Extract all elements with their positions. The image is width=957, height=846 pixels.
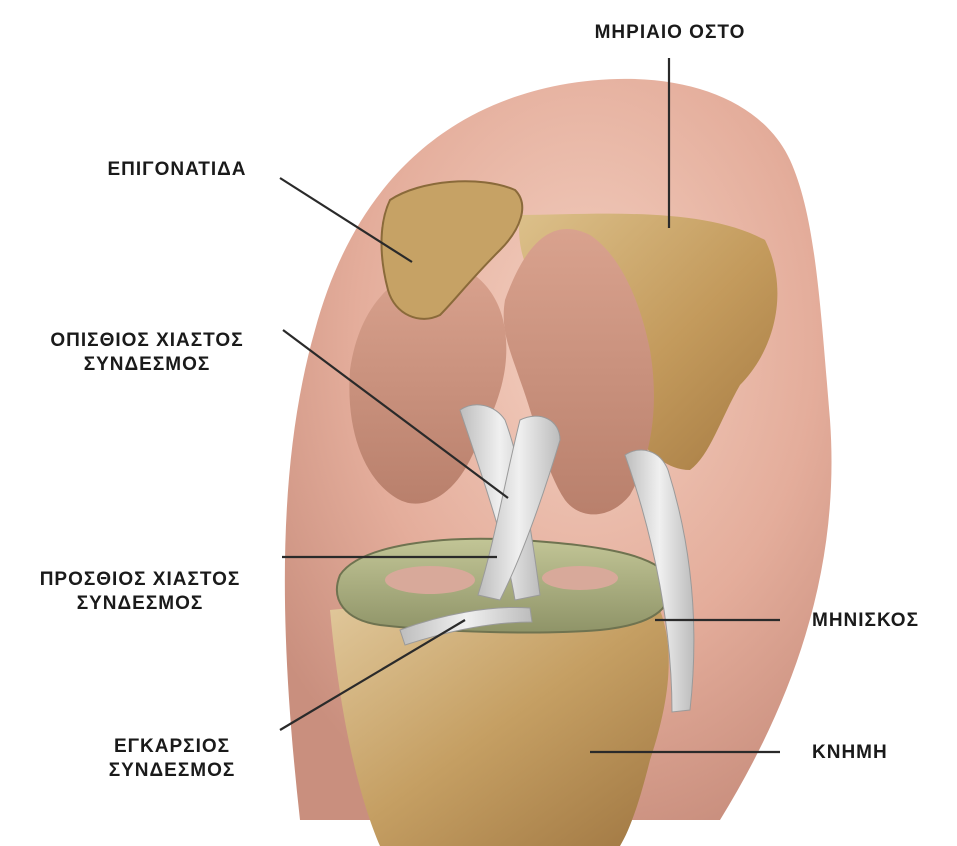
meniscus-hole-medial — [385, 566, 475, 594]
label-anterior-cruciate-line2: ΣΥΝΔΕΣΜΟΣ — [0, 592, 280, 616]
label-meniscus-text: ΜΗΝΙΣΚΟΣ — [812, 609, 952, 633]
label-femur-text: ΜΗΡΙΑΙΟ ΟΣΤΟ — [560, 21, 780, 45]
label-posterior-cruciate-line1: ΟΠΙΣΘΙΟΣ ΧΙΑΣΤΟΣ — [12, 329, 282, 353]
label-anterior-cruciate: ΠΡΟΣΘΙΟΣ ΧΙΑΣΤΟΣ ΣΥΝΔΕΣΜΟΣ — [0, 568, 280, 616]
label-transverse-line2: ΣΥΝΔΕΣΜΟΣ — [72, 759, 272, 783]
meniscus-hole-lateral — [542, 566, 618, 590]
label-femur: ΜΗΡΙΑΙΟ ΟΣΤΟ — [560, 21, 780, 45]
label-tibia: ΚΝΗΜΗ — [812, 741, 932, 765]
label-patella-text: ΕΠΙΓΟΝΑΤΙΔΑ — [72, 158, 282, 182]
label-transverse-ligament: ΕΓΚΑΡΣΙΟΣ ΣΥΝΔΕΣΜΟΣ — [72, 735, 272, 783]
tibia-bone — [330, 604, 669, 846]
label-anterior-cruciate-line1: ΠΡΟΣΘΙΟΣ ΧΙΑΣΤΟΣ — [0, 568, 280, 592]
label-posterior-cruciate: ΟΠΙΣΘΙΟΣ ΧΙΑΣΤΟΣ ΣΥΝΔΕΣΜΟΣ — [12, 329, 282, 377]
label-tibia-text: ΚΝΗΜΗ — [812, 741, 932, 765]
label-patella: ΕΠΙΓΟΝΑΤΙΔΑ — [72, 158, 282, 182]
label-posterior-cruciate-line2: ΣΥΝΔΕΣΜΟΣ — [12, 353, 282, 377]
label-transverse-line1: ΕΓΚΑΡΣΙΟΣ — [72, 735, 272, 759]
label-meniscus: ΜΗΝΙΣΚΟΣ — [812, 609, 952, 633]
